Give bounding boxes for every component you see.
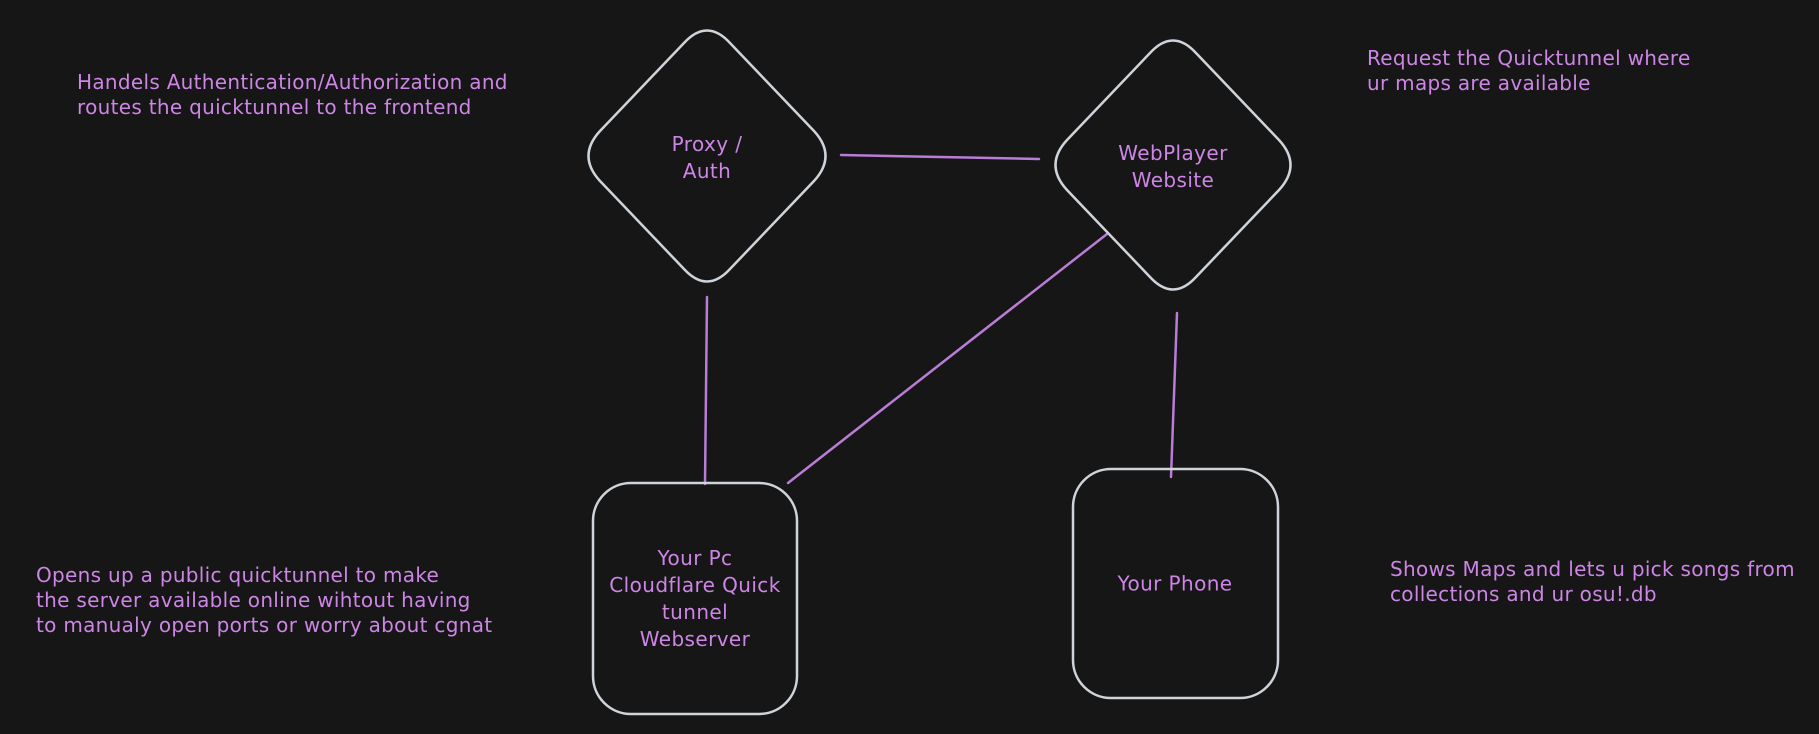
webplayer-diamond [1054, 39, 1292, 291]
connector-proxy-webplayer [839, 153, 1041, 161]
proxy-auth-diamond [587, 29, 827, 283]
connector-webplayer-yourphone [1169, 311, 1179, 479]
annotation-webplayer-note: Request the Quicktunnel where ur maps ar… [1367, 46, 1691, 95]
connector-proxy-yourpc [703, 295, 709, 486]
node-label-your-phone: Your Phone [1117, 571, 1233, 596]
annotation-proxy-note: Handels Authentication/Authorization and… [77, 70, 508, 119]
node-label-your-pc: Your Pc Cloudflare Quick tunnel Webserve… [609, 546, 781, 651]
node-label-proxy-auth: Proxy / Auth [671, 132, 743, 183]
connector-webplayer-yourpc [786, 232, 1109, 485]
your-pc-box [591, 481, 799, 716]
your-phone-box [1071, 467, 1280, 700]
annotation-your-pc-note: Opens up a public quicktunnel to make th… [36, 563, 493, 637]
node-label-webplayer-website: WebPlayer Website [1118, 141, 1228, 192]
annotation-your-phone-note: Shows Maps and lets u pick songs from co… [1390, 557, 1795, 606]
